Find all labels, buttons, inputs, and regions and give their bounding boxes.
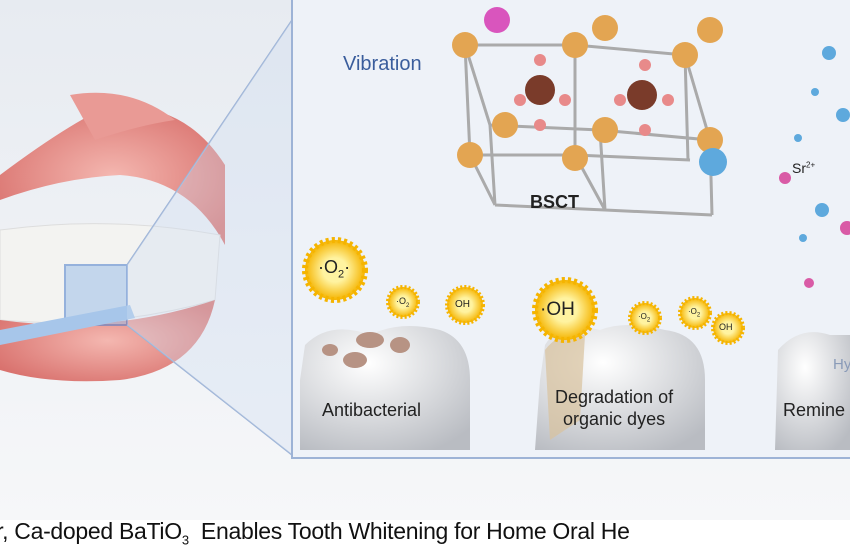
superoxide-radical-small: ·O2 xyxy=(396,296,410,309)
ion-particles xyxy=(779,46,850,288)
superoxide-radical-small-3: ·O2 xyxy=(688,307,701,319)
tooth-label-degradation: Degradation of organic dyes xyxy=(555,387,674,429)
tooth-label-remineralization: Remine xyxy=(783,400,846,420)
hydroxyl-radical-large: ·OH xyxy=(540,299,575,320)
tooth-label-antibacterial: Antibacterial xyxy=(322,400,422,420)
superoxide-radical-small-2: ·O2 xyxy=(638,312,651,324)
ion-label: Sr2+ xyxy=(792,160,816,176)
tooth-remineralized xyxy=(775,332,850,450)
radical-bursts xyxy=(302,237,745,345)
hydroxyl-radical-small: OH xyxy=(455,299,470,310)
tooth-overlay-text: Hy xyxy=(833,356,850,373)
superoxide-radical-large: ·O2· xyxy=(318,257,351,281)
illustration xyxy=(0,0,850,520)
crystal-label: BSCT xyxy=(530,192,579,212)
figure-caption: r, Ca-doped BaTiO3 Enables Tooth Whiteni… xyxy=(0,518,630,548)
hydroxyl-radical-small-2: OH xyxy=(719,322,733,332)
vibration-label: Vibration xyxy=(343,53,422,75)
denture-model xyxy=(0,19,293,456)
atoms xyxy=(452,7,727,176)
tooth-antibacterial xyxy=(300,326,470,450)
bacteria xyxy=(322,332,410,368)
